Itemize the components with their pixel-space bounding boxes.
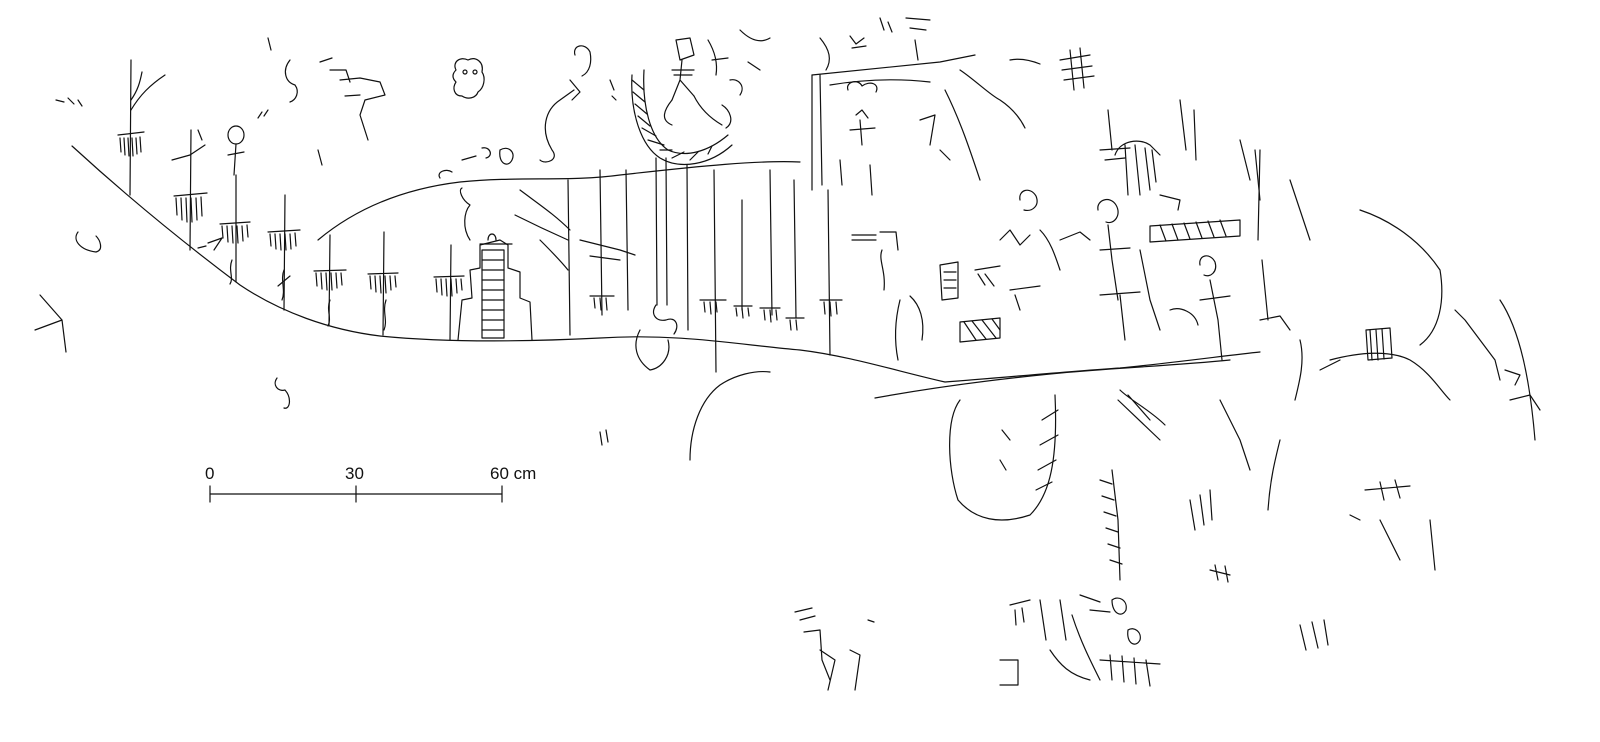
upper-arc-line xyxy=(317,161,801,241)
lower-ticked-pole xyxy=(999,429,1123,581)
rock-contour-lines xyxy=(71,145,1536,521)
right-rock-edge xyxy=(1359,209,1443,346)
central-structure xyxy=(739,17,1041,301)
scale-tick-label-30: 30 xyxy=(345,464,364,483)
vertical-poles-middle xyxy=(567,157,843,373)
skull-mask xyxy=(452,58,485,99)
figures-right xyxy=(974,99,1541,583)
mask-shapes xyxy=(438,45,617,179)
lower-cavity xyxy=(949,394,1057,521)
right-boulder xyxy=(1329,352,1451,401)
curved-stroke-left xyxy=(689,370,771,461)
hatched-patterns xyxy=(959,47,1393,491)
costumed-figure-center xyxy=(663,37,743,129)
scale-bar xyxy=(209,485,503,503)
rock-edge-far-right xyxy=(1499,299,1536,441)
plant-shapes xyxy=(514,189,924,371)
small-figures-left xyxy=(34,37,609,446)
stepped-pyramid xyxy=(457,187,533,341)
hatched-u-banner xyxy=(631,69,733,165)
scale-tick-label-0: 0 xyxy=(205,464,215,483)
scale-tick-label-60: 60 cm xyxy=(490,464,537,483)
bottom-cluster xyxy=(794,514,1361,691)
fringed-poles-left xyxy=(117,59,465,341)
lower-right-line xyxy=(874,359,1231,399)
